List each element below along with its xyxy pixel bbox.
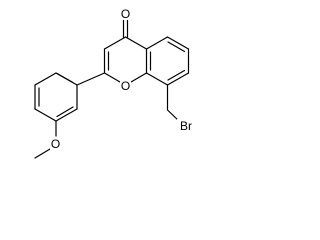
bromomethyl-group [166,84,181,123]
bond-ar1-ar2-inner [56,72,74,84]
bond-c7-c8-inner [167,69,186,81]
bond-c2-aryl [76,72,106,86]
bond-o1-c8a [130,72,148,83]
carbonyl-oxygen-label: O [121,7,130,21]
methoxy-oxygen-label: O [51,137,60,151]
bond-ar4-ar5 [34,108,57,122]
bond-c2-o1 [103,72,121,83]
bond-ar5-ar6 [55,108,78,122]
molecule-structure: O O Br O [34,7,193,159]
bond-c4-c4a [124,36,148,50]
bond-c4a-c5 [145,36,169,50]
bond-o-ch3 [34,148,51,159]
ring-oxygen-label: O [121,79,130,93]
bond-c4-c3 [103,36,127,50]
bond-c5-c6 [166,36,190,50]
benzo-ring [145,36,190,86]
methoxyphenyl-ring [34,72,106,122]
methoxy-group [34,120,57,159]
bond-c7-c8 [166,72,190,86]
bond-ar2-ar3 [34,72,57,86]
bond-c5-c6-inner [167,41,186,53]
pyranone-ring [103,19,148,83]
bromine-label: Br [180,119,192,133]
bond-c8-c8a [145,72,169,86]
bond-ar5-ar6-inner [56,106,74,118]
